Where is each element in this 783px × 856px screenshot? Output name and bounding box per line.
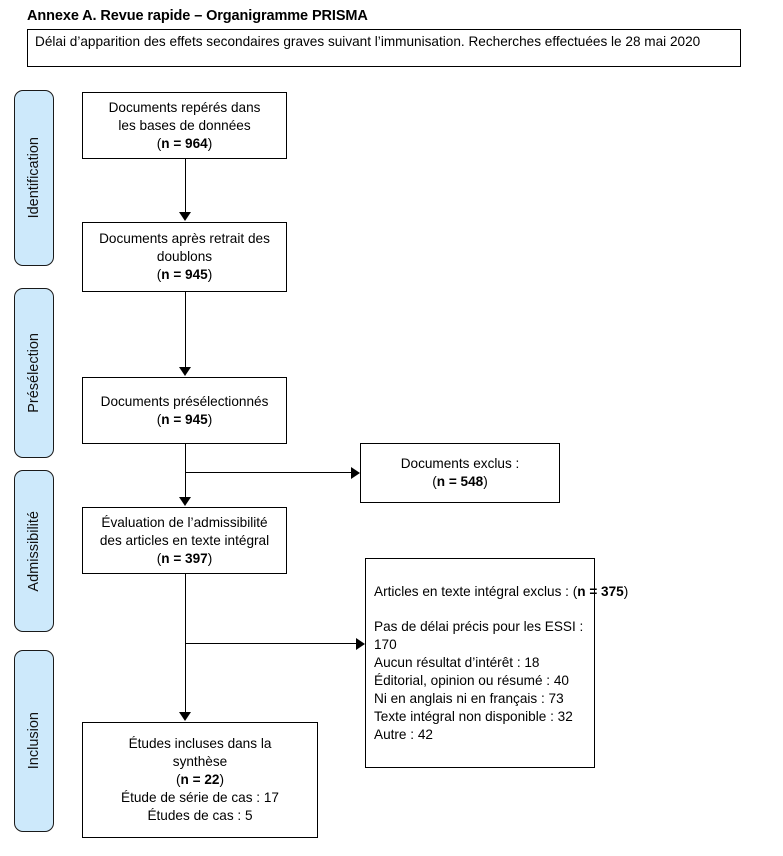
records-identified-count: (n = 964) bbox=[157, 135, 213, 153]
reason-item: Éditorial, opinion ou résumé : 40 bbox=[374, 673, 569, 688]
connector-screened-to-eligibility bbox=[185, 444, 186, 498]
arrow-down-icon bbox=[179, 212, 191, 221]
phase-label-admissibility: Admissibilité bbox=[26, 510, 42, 592]
paren-close: ) bbox=[219, 772, 224, 787]
records-deduplicated-count: (n = 945) bbox=[157, 266, 213, 284]
flow-box-fulltext-assessed: Évaluation de l’admissibilité des articl… bbox=[82, 507, 287, 574]
arrow-down-icon bbox=[179, 497, 191, 506]
page-title: Annexe A. Revue rapide – Organigramme PR… bbox=[27, 8, 368, 24]
studies-included-line1: Études incluses dans la bbox=[128, 736, 272, 751]
fulltext-assessed-line1: Évaluation de l’admissibilité bbox=[101, 514, 268, 530]
phase-bar-admissibility: Admissibilité bbox=[14, 470, 54, 632]
reason-item: Autre : 42 bbox=[374, 727, 433, 742]
connector-screened-to-excluded bbox=[185, 472, 353, 473]
connector-eligibility-to-fulltext-excluded bbox=[185, 643, 358, 644]
arrow-down-icon bbox=[179, 367, 191, 376]
fulltext-excluded-header: Articles en texte intégral exclus : (n =… bbox=[374, 583, 628, 601]
paren-close: ) bbox=[623, 584, 629, 599]
n-value: n = 397 bbox=[161, 550, 208, 566]
arrow-down-icon bbox=[179, 712, 191, 721]
arrow-right-icon bbox=[351, 467, 360, 479]
flow-box-records-deduplicated: Documents après retrait des doublons (n … bbox=[82, 222, 287, 292]
n-value: n = 945 bbox=[161, 411, 208, 427]
phase-bar-inclusion: Inclusion bbox=[14, 650, 54, 832]
records-excluded-count: (n = 548) bbox=[432, 473, 488, 491]
paren-open: ( bbox=[156, 411, 162, 427]
reason-item: 170 bbox=[374, 637, 397, 652]
flow-box-records-screened: Documents présélectionnés (n = 945) bbox=[82, 377, 287, 444]
paren-open: ( bbox=[432, 474, 437, 489]
subtitle-box: Délai d’apparition des effets secondaire… bbox=[27, 29, 741, 67]
reason-item: Pas de délai précis pour les ESSI : bbox=[374, 619, 584, 634]
flow-box-records-excluded: Documents exclus : (n = 548) bbox=[360, 443, 560, 503]
records-screened-line1: Documents présélectionnés bbox=[100, 393, 269, 409]
studies-included-count: (n = 22) bbox=[176, 771, 224, 789]
records-screened-count: (n = 945) bbox=[157, 411, 213, 429]
n-value: n = 22 bbox=[180, 772, 220, 787]
records-identified-line1: Documents repérés dans bbox=[108, 99, 261, 115]
flow-box-fulltext-excluded: Articles en texte intégral exclus : (n =… bbox=[365, 558, 628, 768]
paren-close: ) bbox=[207, 135, 213, 151]
n-value: n = 945 bbox=[161, 267, 208, 282]
phase-label-preselection: Présélection bbox=[26, 333, 42, 413]
n-value: n = 548 bbox=[436, 474, 484, 489]
paren-open: ( bbox=[156, 267, 162, 282]
paren-close: ) bbox=[207, 267, 213, 282]
fulltext-assessed-line2: des articles en texte intégral bbox=[99, 532, 270, 548]
connector-records-to-deduped bbox=[185, 159, 186, 213]
fulltext-excluded-count: (n = 375) bbox=[573, 584, 629, 599]
paren-open: ( bbox=[176, 772, 181, 787]
reason-item: Ni en anglais ni en français : 73 bbox=[374, 691, 564, 706]
paren-open: ( bbox=[156, 135, 162, 151]
paren-open: ( bbox=[572, 584, 578, 599]
n-value: n = 375 bbox=[577, 584, 624, 599]
records-excluded-line1: Documents exclus : bbox=[400, 456, 520, 471]
phase-label-inclusion: Inclusion bbox=[26, 712, 42, 770]
phase-bar-preselection: Présélection bbox=[14, 288, 54, 458]
studies-included-line3: Étude de série de cas : 17 bbox=[121, 790, 279, 805]
fulltext-assessed-count: (n = 397) bbox=[157, 550, 213, 568]
paren-close: ) bbox=[207, 550, 213, 566]
flow-box-records-identified: Documents repérés dans les bases de donn… bbox=[82, 92, 287, 159]
paren-close: ) bbox=[207, 411, 213, 427]
reason-item: Aucun résultat d’intérêt : 18 bbox=[374, 655, 540, 670]
studies-included-line2: synthèse bbox=[172, 754, 228, 769]
fulltext-excluded-reasons: Pas de délai précis pour les ESSI : 170 … bbox=[374, 618, 586, 744]
arrow-right-icon bbox=[356, 638, 365, 650]
flow-box-studies-included: Études incluses dans la synthèse (n = 22… bbox=[82, 722, 318, 838]
paren-open: ( bbox=[156, 550, 162, 566]
records-identified-line2: les bases de données bbox=[118, 117, 251, 133]
phase-bar-identification: Identification bbox=[14, 90, 54, 266]
phase-label-identification: Identification bbox=[26, 137, 42, 219]
paren-close: ) bbox=[483, 474, 488, 489]
subtitle-text: Délai d’apparition des effets secondaire… bbox=[35, 34, 701, 49]
studies-included-line4: Études de cas : 5 bbox=[147, 808, 253, 823]
reason-item: Texte intégral non disponible : 32 bbox=[374, 709, 573, 724]
records-deduplicated-line1: Documents après retrait des bbox=[99, 231, 270, 246]
fulltext-excluded-line1: Articles en texte intégral exclus : bbox=[374, 584, 569, 599]
n-value: n = 964 bbox=[161, 135, 208, 151]
connector-deduped-to-screened bbox=[185, 292, 186, 368]
records-deduplicated-line2: doublons bbox=[156, 249, 213, 264]
